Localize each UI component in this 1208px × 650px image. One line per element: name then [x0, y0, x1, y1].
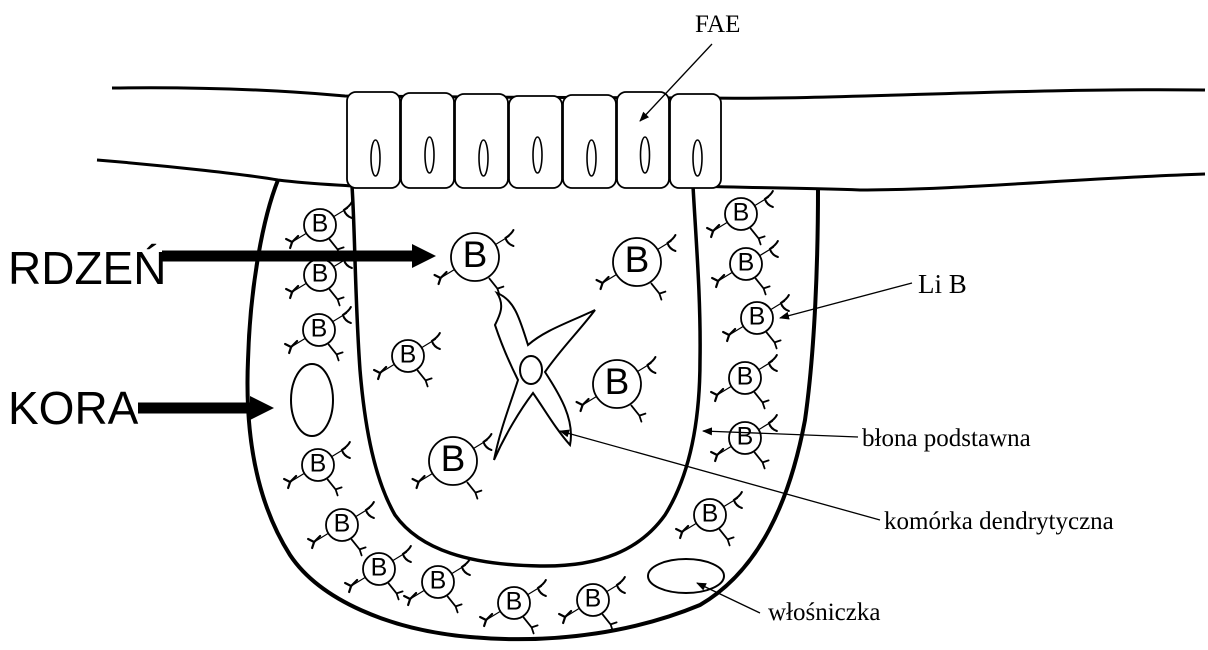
b-cell: B — [712, 241, 778, 294]
kora-arrow — [138, 396, 274, 420]
fae-cell — [347, 92, 400, 188]
fae-cell — [617, 92, 669, 188]
b-cell: B — [676, 492, 742, 545]
b-cell: B — [577, 357, 656, 422]
b-cell: B — [404, 559, 470, 612]
b-cell-letter: B — [749, 303, 766, 331]
dendritic-cell — [494, 293, 595, 460]
b-cell-letter: B — [506, 588, 523, 616]
b-cell-letter: B — [733, 199, 750, 227]
rdzen-arrow — [162, 244, 436, 268]
b-cell-letter: B — [625, 239, 650, 280]
b-cell: B — [435, 230, 514, 295]
b-cell: B — [285, 307, 351, 360]
b-cell: B — [711, 415, 777, 468]
blona-pointer — [703, 431, 858, 437]
b-cell: B — [345, 546, 411, 599]
label-kora: KORA — [8, 382, 139, 434]
b-cell-letter: B — [430, 567, 447, 595]
fae-cell — [455, 94, 508, 188]
b-cell: B — [308, 502, 374, 555]
b-cell: B — [711, 355, 777, 408]
b-cell: B — [374, 333, 440, 386]
b-cell-letter: B — [737, 423, 754, 451]
capillary-oval-bottom — [648, 559, 724, 593]
fae-epithelial-cells — [347, 92, 721, 188]
capillary-oval-left — [291, 364, 333, 436]
b-cell-letter: B — [738, 249, 755, 277]
b-cell-letter: B — [371, 554, 388, 582]
label-rdzen: RDZEŃ — [8, 242, 166, 294]
b-cell: B — [286, 202, 352, 255]
b-cell-letter: B — [334, 510, 351, 538]
li-b-pointer — [780, 283, 912, 318]
b-cell: B — [723, 295, 789, 348]
b-cell-letter: B — [702, 500, 719, 528]
b-cell-letter: B — [312, 210, 329, 238]
b-cell-letter: B — [441, 438, 466, 479]
b-cell-letter: B — [605, 361, 630, 402]
fae-cell — [401, 93, 454, 188]
b-cell-letter: B — [311, 315, 328, 343]
b-cell: B — [284, 442, 350, 495]
wlosniczka-pointer — [697, 583, 760, 613]
b-cell: B — [597, 235, 676, 300]
b-cell: B — [707, 191, 773, 244]
b-cell-letter: B — [310, 450, 327, 478]
label-blona-podstawna: błona podstawna — [862, 425, 1031, 452]
fae-cell — [670, 94, 721, 188]
b-cell-letter: B — [400, 341, 417, 369]
b-cell: B — [480, 580, 546, 633]
label-li-b: Li B — [918, 269, 967, 299]
label-wlosniczka: włośniczka — [768, 599, 880, 626]
b-cell-letter: B — [585, 585, 602, 613]
b-cell-letter: B — [463, 234, 488, 275]
b-cell-letter: B — [312, 260, 329, 288]
epithelium-bottom-line-right — [693, 174, 1205, 190]
label-komorka-dendrytyczna: komórka dendrytyczna — [884, 508, 1114, 535]
label-fae: FAE — [695, 11, 740, 38]
b-cell: B — [559, 577, 625, 630]
fae-cell — [509, 96, 562, 188]
epithelium-bottom-line-left — [97, 160, 352, 186]
fae-cell — [563, 95, 616, 188]
b-cell-letter: B — [737, 363, 754, 391]
b-cell: B — [413, 434, 492, 499]
